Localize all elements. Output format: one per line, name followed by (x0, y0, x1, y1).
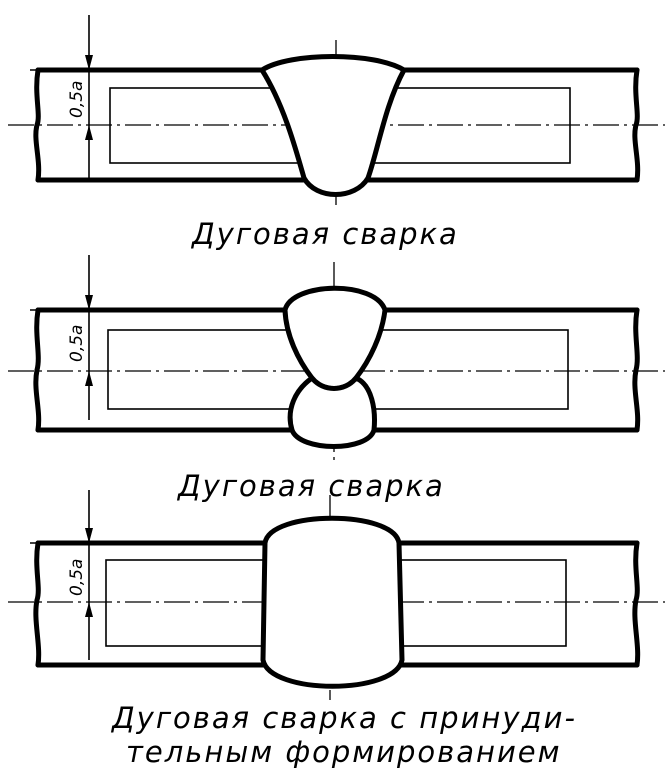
caption-line: Дуговая сварка с принуди- (110, 701, 577, 735)
dimension-label: 0,5a (67, 325, 87, 362)
panel-double-v-weld: 0,5a Дуговая сварка (8, 255, 665, 503)
weld-bead (259, 54, 407, 197)
dimension-half-thickness: 0,5a (30, 15, 93, 178)
caption-line: тельным формированием (126, 735, 562, 769)
dimension-half-thickness: 0,5a (30, 490, 93, 660)
dimension-label: 0,5a (67, 81, 87, 118)
dimension-half-thickness: 0,5a (30, 255, 93, 420)
panel-forced-formation-weld: 0,5a Дуговая сварка с принуди- тельным ф… (8, 490, 665, 769)
caption-line: Дуговая сварка (190, 217, 459, 251)
weld-bead-bottom (287, 375, 377, 449)
dimension-label: 0,5a (67, 559, 87, 596)
weld-bead (260, 515, 405, 689)
caption-line: Дуговая сварка (176, 469, 445, 503)
panel-single-v-weld: 0,5a Дуговая сварка (8, 15, 665, 251)
weld-bead-top (282, 285, 388, 391)
